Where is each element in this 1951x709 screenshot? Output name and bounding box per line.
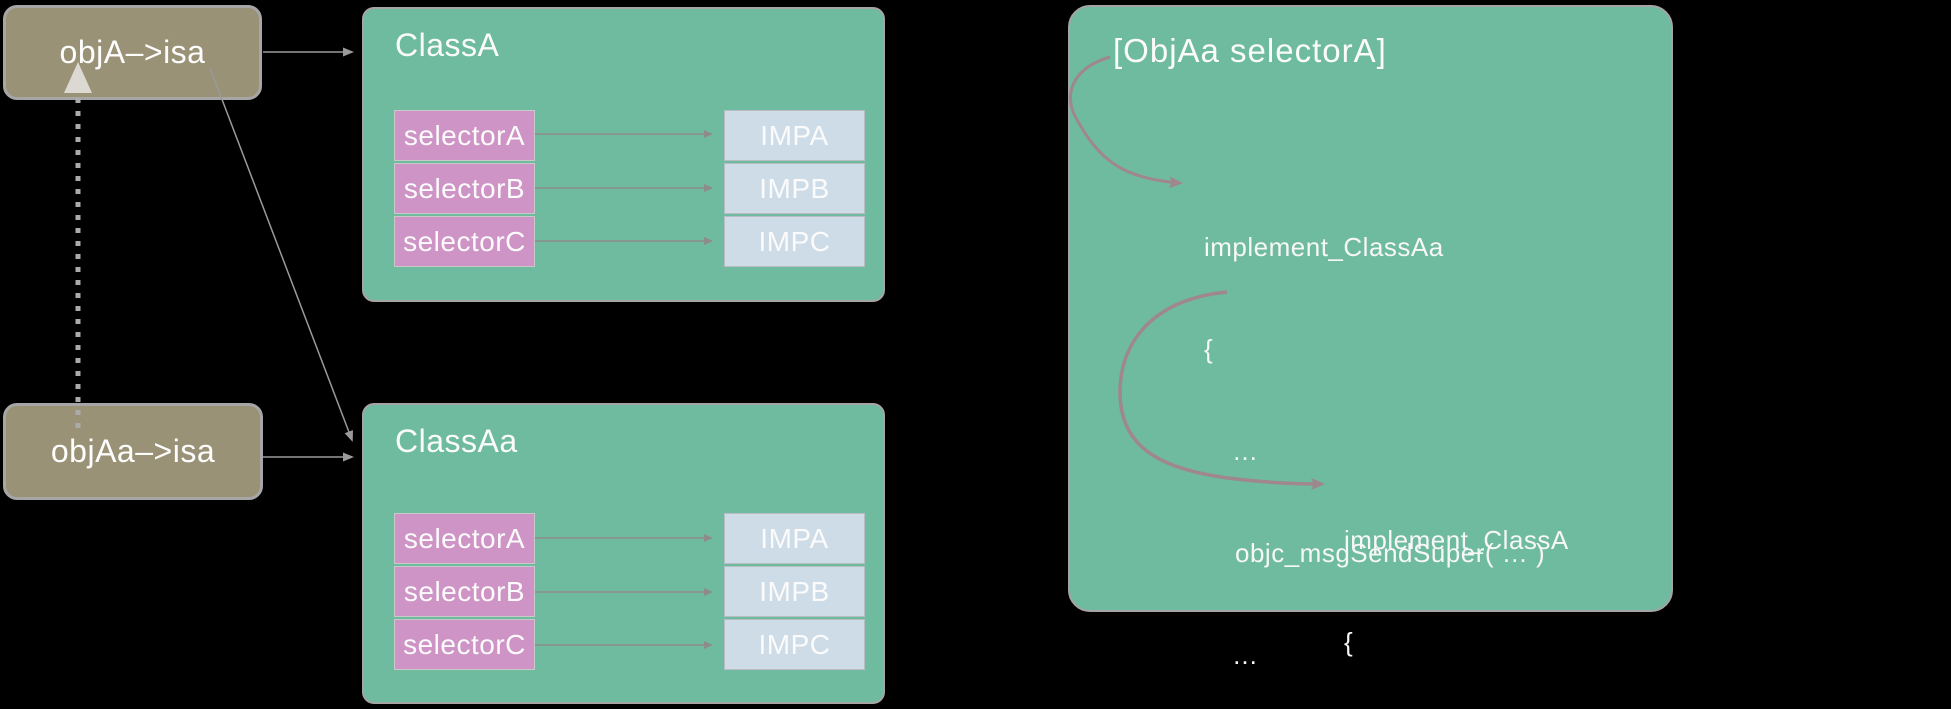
classA-box: ClassA selectorA selectorB selectorC IMP… — [362, 7, 885, 302]
objAa-isa-label: objAa–>isa — [50, 433, 216, 469]
imp-cell: IMPC — [724, 216, 865, 267]
objAa-isa-box: objAa–>isa — [3, 403, 263, 500]
objA-to-classAa-diagonal-arrow — [209, 67, 353, 442]
selector-cell: selectorB — [394, 163, 535, 214]
selector-cell: selectorB — [394, 566, 535, 617]
code-line: { — [1204, 334, 1214, 364]
selector-cell: selectorA — [394, 513, 535, 564]
code-line: { — [1344, 627, 1354, 657]
code-line: objc_msgSendSuper( … ) — [1235, 538, 1546, 568]
classAa-selector-column: selectorA selectorB selectorC — [394, 513, 535, 672]
selector-cell: selectorA — [394, 110, 535, 161]
classAa-imp-column: IMPA IMPB IMPC — [724, 513, 865, 672]
code-line: implement_ClassAa — [1204, 232, 1444, 262]
classA-title: ClassA — [395, 27, 500, 63]
msgsend-super-panel: [ObjAa selectorA] implement_ClassAa { … … — [1068, 5, 1673, 670]
code-line: implement_ClassA — [1344, 525, 1569, 555]
imp-cell: IMPA — [724, 513, 865, 564]
code-line: … — [1232, 640, 1259, 670]
classAa-title: ClassAa — [395, 423, 518, 459]
imp-cell: IMPB — [724, 566, 865, 617]
selector-cell: selectorC — [394, 619, 535, 670]
classA-selector-column: selectorA selectorB selectorC — [394, 110, 535, 269]
classAa-box: ClassAa selectorA selectorB selectorC IM… — [362, 403, 885, 704]
objA-isa-label: objA–>isa — [59, 34, 206, 70]
imp-cell: IMPA — [724, 110, 865, 161]
implement-classA-code: implement_ClassA { … } — [1344, 455, 1569, 709]
classA-imp-column: IMPA IMPB IMPC — [724, 110, 865, 269]
objA-isa-box: objA–>isa — [3, 5, 262, 100]
imp-cell: IMPC — [724, 619, 865, 670]
selector-cell: selectorC — [394, 216, 535, 267]
message-send-title: [ObjAa selectorA] — [1113, 32, 1387, 69]
imp-cell: IMPB — [724, 163, 865, 214]
